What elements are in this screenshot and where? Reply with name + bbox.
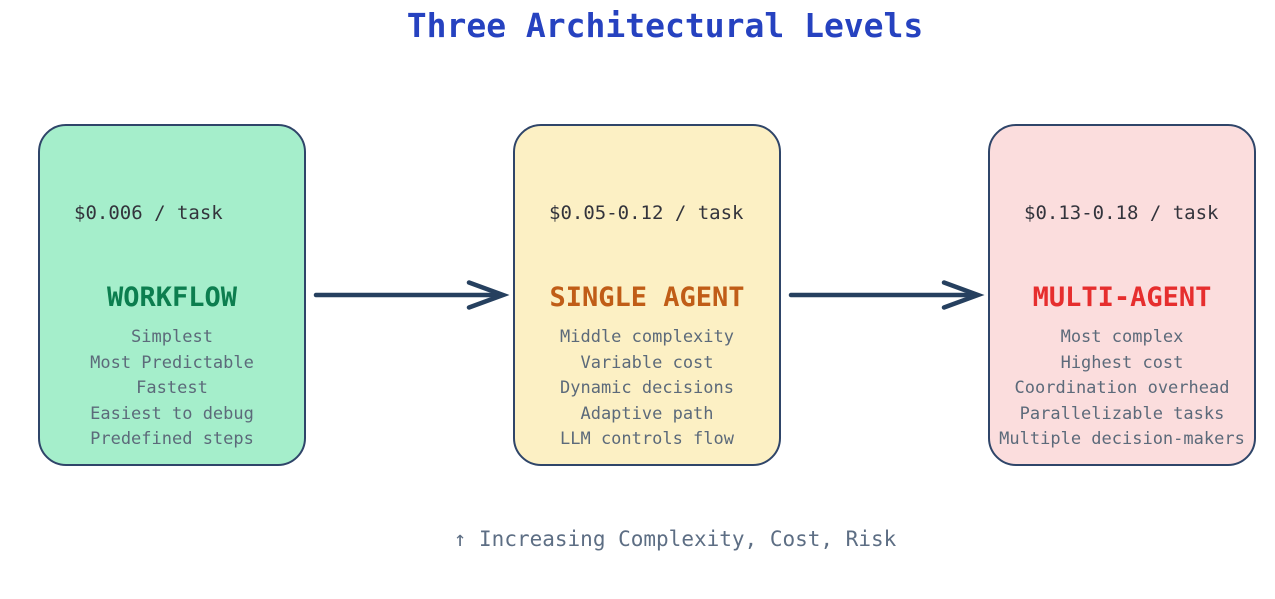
feature-item: Simplest <box>131 327 213 347</box>
single-agent-card: $0.05-0.12 / task SINGLE AGENT Middle co… <box>513 124 781 466</box>
feature-item: Most Predictable <box>90 352 254 373</box>
workflow-title: WORKFLOW <box>106 282 238 313</box>
flow-arrow-icon <box>313 280 510 310</box>
feature-item: Dynamic decisions <box>560 378 734 399</box>
multi-agent-card: $0.13-0.18 / task MULTI-AGENT Most compl… <box>988 124 1256 466</box>
feature-item: Predefined steps <box>90 429 254 450</box>
feature-item: Highest cost <box>1060 352 1184 373</box>
workflow-price: $0.006 / task <box>74 202 223 224</box>
feature-item: LLM controls flow <box>560 429 734 450</box>
flow-arrow-icon <box>788 280 985 310</box>
multi-agent-title: MULTI-AGENT <box>1032 282 1212 313</box>
single-agent-price: $0.05-0.12 / task <box>549 202 744 224</box>
feature-item: Variable cost <box>580 352 714 373</box>
feature-item: Adaptive path <box>580 403 714 424</box>
single-agent-title: SINGLE AGENT <box>549 282 745 313</box>
feature-item: Multiple decision-makers <box>999 429 1245 450</box>
feature-item: Most complex <box>1060 327 1184 347</box>
multi-agent-price: $0.13-0.18 / task <box>1024 202 1219 224</box>
feature-item: Fastest <box>136 378 208 399</box>
feature-item: Easiest to debug <box>90 403 254 424</box>
diagram-title: Three Architectural Levels <box>406 6 924 45</box>
feature-item: Middle complexity <box>560 327 734 347</box>
feature-item: Parallelizable tasks <box>1019 403 1225 424</box>
feature-item: Coordination overhead <box>1014 378 1230 399</box>
complexity-caption: ↑ Increasing Complexity, Cost, Risk <box>453 527 897 551</box>
